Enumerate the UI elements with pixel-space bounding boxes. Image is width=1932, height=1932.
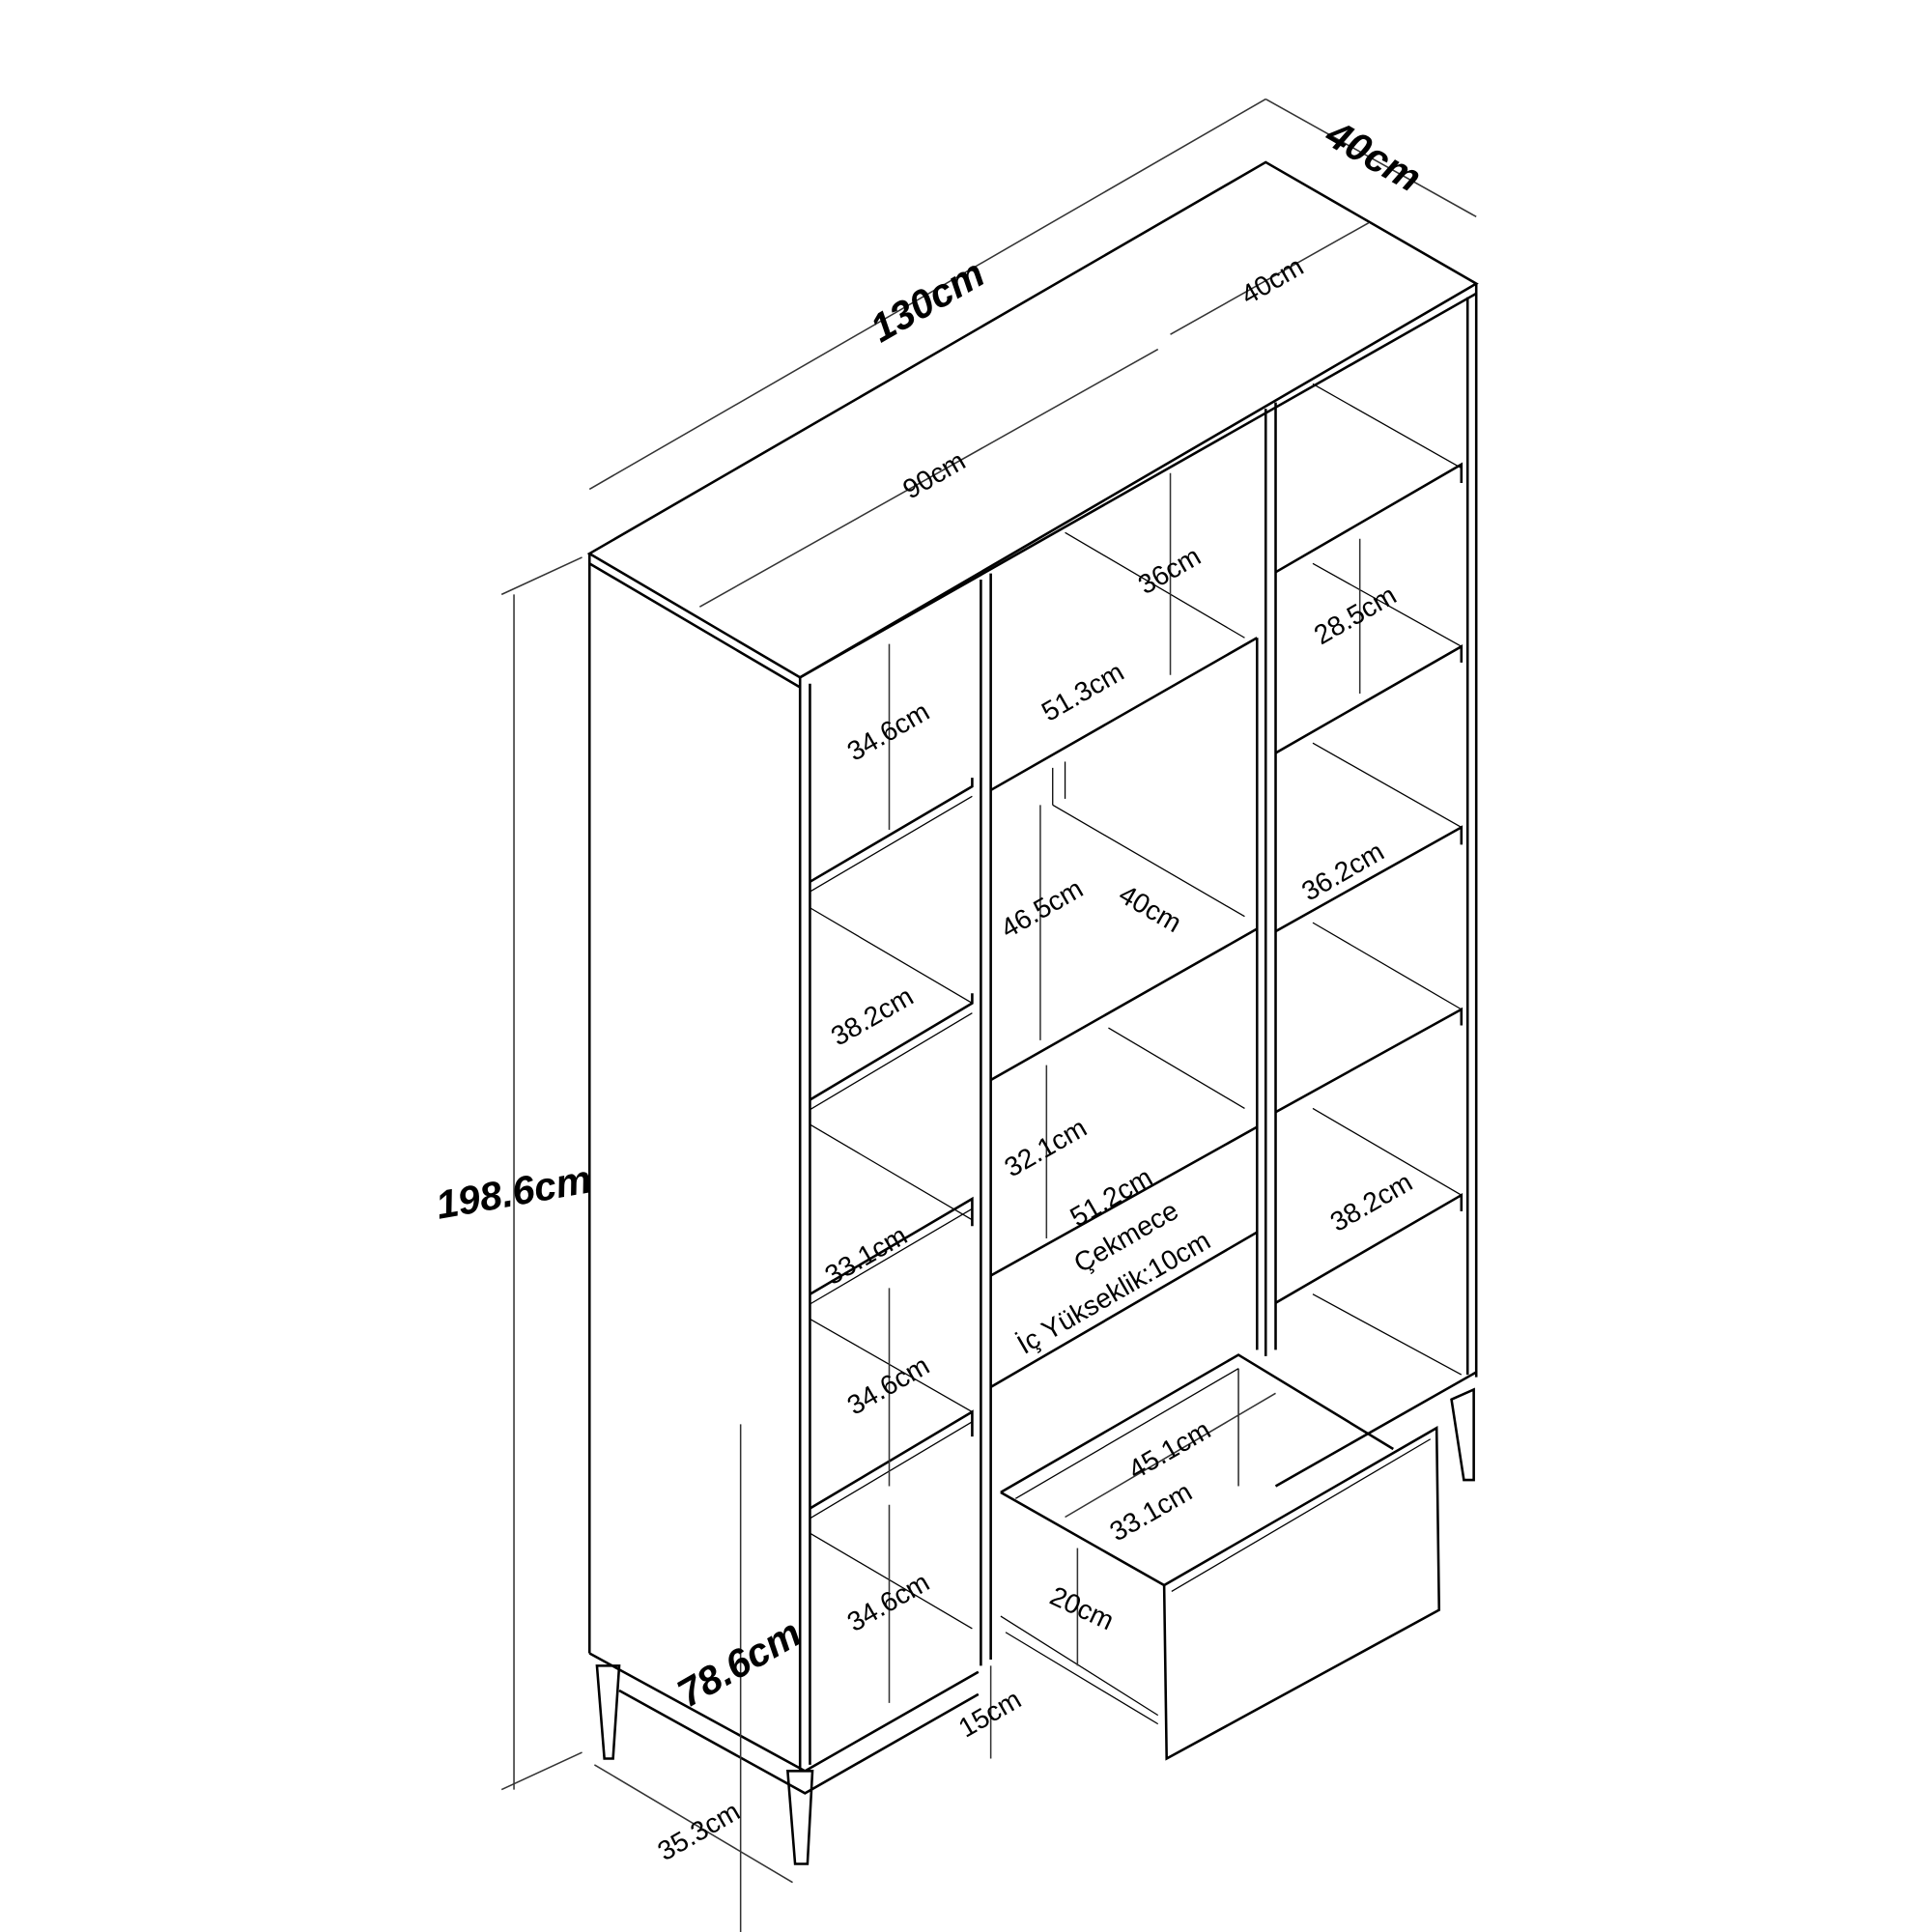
label-34-6cm-mid: 34.6cm [841,1350,934,1421]
label-32-1cm: 32.1cm [999,1112,1092,1183]
legs [595,1387,1475,1865]
label-40cm-depth: 40cm [1114,878,1187,938]
label-78-6cm: 78.6cm [669,1610,808,1716]
label-33-1cm-left: 33.1cm [819,1219,912,1291]
label-total-width: 130cm [863,251,992,352]
drawer [1000,1353,1441,1761]
label-36-2cm: 36.2cm [1296,836,1389,907]
label-38-2cm-right: 38.2cm [1324,1166,1417,1237]
label-38-2cm-left: 38.2cm [826,980,919,1052]
label-15cm: 15cm [953,1683,1027,1743]
label-right-column-width: 40cm [1236,250,1309,310]
label-46-5cm: 46.5cm [995,872,1088,944]
label-34-6cm-top: 34.6cm [841,696,934,767]
label-90cm: 90cm [897,444,971,504]
label-total-depth: 40cm [1318,111,1429,201]
label-34-6cm-bottom: 34.6cm [841,1566,934,1637]
label-28-5cm: 28.5cm [1309,579,1402,650]
label-45-1cm: 45.1cm [1122,1413,1215,1485]
label-51-3cm: 51.3cm [1036,656,1128,727]
dimension-labels: 130cm 40cm 198.6cm 40cm 90cm 36cm 51.3cm… [433,111,1429,1866]
label-20cm: 20cm [1045,1579,1119,1635]
dimension-lines [500,98,1477,1932]
cabinet-body [586,160,1479,1773]
label-36cm: 36cm [1132,540,1206,600]
label-35-3cm: 35.3cm [652,1795,745,1866]
